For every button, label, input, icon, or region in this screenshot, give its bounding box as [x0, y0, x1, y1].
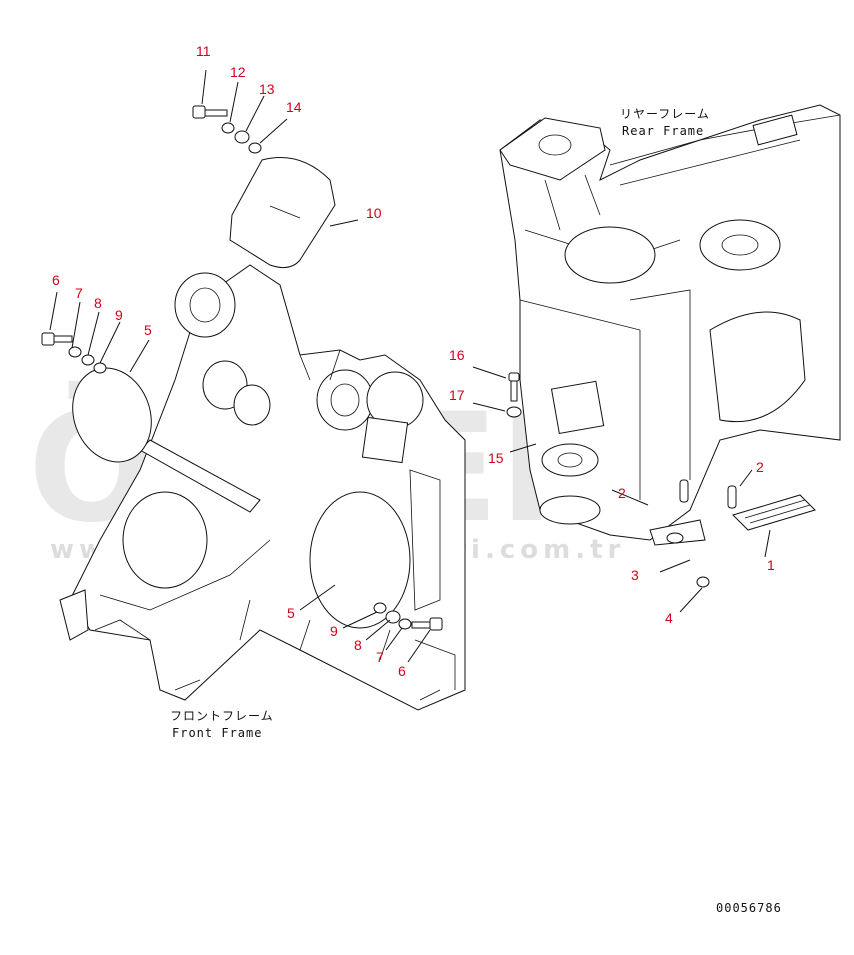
callout-7-left: 7 — [75, 285, 83, 301]
callout-11: 11 — [196, 43, 211, 59]
callout-10: 10 — [366, 205, 382, 221]
drawing-number: 00056786 — [716, 901, 782, 915]
callout-6-right: 6 — [398, 663, 406, 679]
callout-17: 17 — [449, 387, 465, 403]
bolt-stack-top — [192, 105, 262, 154]
callout-4: 4 — [665, 610, 673, 626]
callout-3: 3 — [631, 567, 639, 583]
callout-9-right: 9 — [330, 623, 338, 639]
bolt-stack-left — [41, 332, 107, 374]
rear-frame-drawing — [499, 104, 841, 588]
leader-lines — [49, 69, 771, 663]
callouts: 11 12 13 14 10 6 7 8 9 5 16 17 15 2 2 3 … — [52, 43, 775, 679]
callout-2-left: 2 — [618, 485, 626, 501]
callout-15: 15 — [488, 450, 504, 466]
rear-frame-label-en: Rear Frame — [622, 124, 704, 138]
cover-plate-10 — [229, 157, 336, 269]
front-frame-label-jp: フロントフレーム — [170, 709, 274, 723]
callout-5-right: 5 — [287, 605, 295, 621]
callout-8-left: 8 — [94, 295, 102, 311]
callout-6-left: 6 — [52, 272, 60, 288]
front-frame-drawing — [59, 264, 466, 711]
front-right-pivot — [316, 369, 374, 431]
bolt-stack-right — [373, 602, 443, 631]
captions: リヤーフレーム Rear Frame フロントフレーム Front Frame … — [170, 107, 782, 915]
step-plate-1 — [732, 494, 816, 531]
callout-12: 12 — [230, 64, 246, 80]
rear-frame-body — [499, 104, 841, 541]
front-upper-pivot — [174, 272, 236, 338]
callout-13: 13 — [259, 81, 275, 97]
callout-5-left: 5 — [144, 322, 152, 338]
callout-9-left: 9 — [115, 307, 123, 323]
callout-7-right: 7 — [376, 649, 384, 665]
callout-8-right: 8 — [354, 637, 362, 653]
rear-frame-label-jp: リヤーフレーム — [620, 107, 710, 121]
front-frame-label-en: Front Frame — [172, 726, 262, 740]
callout-16: 16 — [449, 347, 465, 363]
callout-14: 14 — [286, 99, 302, 115]
callout-2-right: 2 — [756, 459, 764, 475]
callout-1: 1 — [767, 557, 775, 573]
